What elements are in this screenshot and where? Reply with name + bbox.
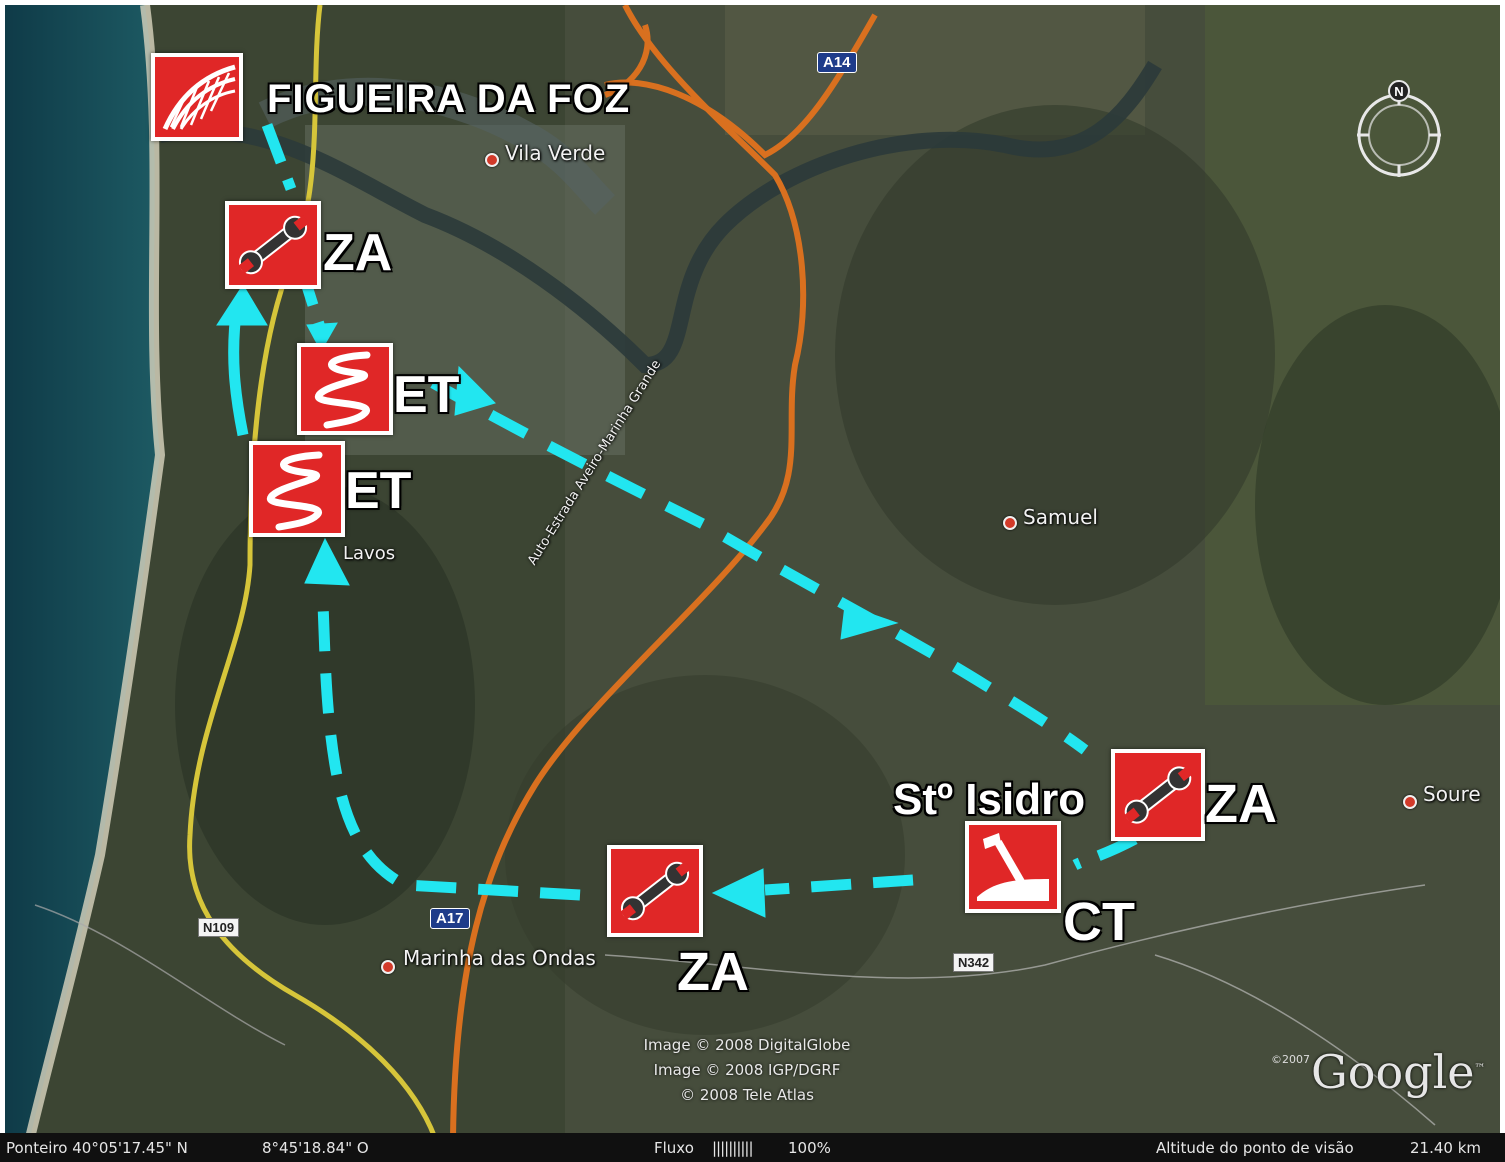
road-plate-n342: N342 (953, 953, 995, 972)
place-label-soure: Soure (1423, 782, 1481, 806)
satellite-imagery (5, 5, 1500, 1138)
label-et-1: ET (393, 366, 460, 424)
eye-altitude-label: Altitude do ponto de visão (1156, 1139, 1354, 1157)
label-et-2: ET (345, 462, 412, 520)
place-dot-soure (1403, 795, 1417, 809)
map-view[interactable]: Vila Verde Samuel Lavos Marinha das Onda… (5, 5, 1500, 1138)
status-bar: Ponteiro 40°05'17.45" N 8°45'18.84" O Fl… (0, 1133, 1505, 1162)
label-ct: CT (1063, 892, 1135, 952)
wrench-icon (620, 861, 692, 921)
label-za-1: ZA (323, 224, 393, 282)
pointer-longitude: 8°45'18.84" O (262, 1139, 369, 1157)
compass-control[interactable]: N (1348, 75, 1450, 187)
place-label-marinha: Marinha das Ondas (403, 946, 596, 970)
compass-icon: N (1357, 80, 1441, 177)
stream-percent: 100% (788, 1139, 831, 1157)
road-plate-n109: N109 (198, 918, 240, 937)
place-label-samuel: Samuel (1023, 505, 1098, 529)
ct-marker[interactable] (965, 821, 1061, 913)
road-shield-a17: A17 (430, 908, 470, 929)
eye-altitude-value: 21.40 km (1410, 1139, 1482, 1157)
za-marker-1[interactable] (225, 201, 321, 289)
stream-label: Fluxo (654, 1139, 694, 1157)
figueira-logo-marker[interactable] (151, 53, 243, 141)
imagery-credits: Image © 2008 DigitalGlobe Image © 2008 I… (617, 1033, 877, 1108)
wrench-icon (1124, 765, 1194, 824)
bridge-logo-icon (162, 64, 236, 131)
winding-road-icon (315, 351, 371, 429)
place-dot-samuel (1003, 516, 1017, 530)
credit-line: Image © 2008 IGP/DGRF (653, 1061, 841, 1079)
place-label-vila-verde: Vila Verde (505, 141, 606, 165)
stream-bars: |||||||||| (712, 1139, 754, 1157)
place-dot-vila-verde (485, 153, 499, 167)
winding-road-icon (267, 451, 323, 531)
za-marker-3[interactable] (607, 845, 703, 937)
compass-north-letter: N (1394, 84, 1403, 99)
google-logo: Google™ (1311, 1045, 1486, 1099)
credit-line: Image © 2008 DigitalGlobe (643, 1036, 851, 1054)
wrench-icon (238, 215, 310, 275)
et-marker-1[interactable] (297, 343, 393, 435)
et-marker-2[interactable] (249, 441, 345, 537)
place-label-lavos: Lavos (343, 543, 396, 564)
google-copyright-year: ©2007 (1271, 1053, 1310, 1066)
construction-site-icon (977, 833, 1049, 901)
road-shield-a14: A14 (817, 52, 857, 73)
credit-line: © 2008 Tele Atlas (680, 1086, 814, 1104)
pointer-latitude: Ponteiro 40°05'17.45" N (6, 1139, 188, 1157)
place-dot-marinha (381, 960, 395, 974)
za-marker-2[interactable] (1111, 749, 1205, 841)
label-za-3: ZA (677, 942, 749, 1002)
label-za-2: ZA (1205, 774, 1277, 834)
label-sto-isidro: Stº Isidro (893, 775, 1086, 824)
label-figueira-da-foz: FIGUEIRA DA FOZ (267, 77, 631, 121)
